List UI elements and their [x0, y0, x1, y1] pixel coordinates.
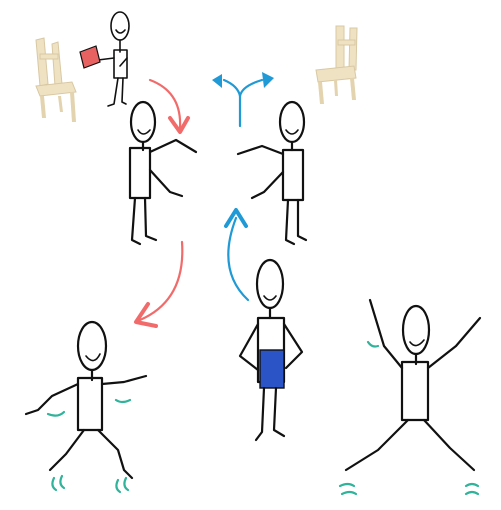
curved-arrow-icon [148, 78, 190, 134]
red-book-icon [79, 45, 101, 69]
reader-figure [79, 11, 130, 107]
curved-arrow-icon [134, 240, 184, 328]
right-chair-icon [315, 25, 358, 104]
presenter-left-figure [128, 100, 198, 246]
runner-figure [24, 320, 148, 494]
left-chair-icon [35, 37, 77, 122]
blue-apron-icon [259, 349, 285, 389]
apron-figure [238, 258, 304, 442]
split-arrow-icon [212, 72, 274, 128]
motion-lines [46, 398, 132, 494]
presenter-right-figure [236, 100, 308, 246]
jumper-figure [338, 298, 482, 496]
curved-arrow-icon [224, 208, 250, 302]
motion-lines [338, 340, 480, 496]
